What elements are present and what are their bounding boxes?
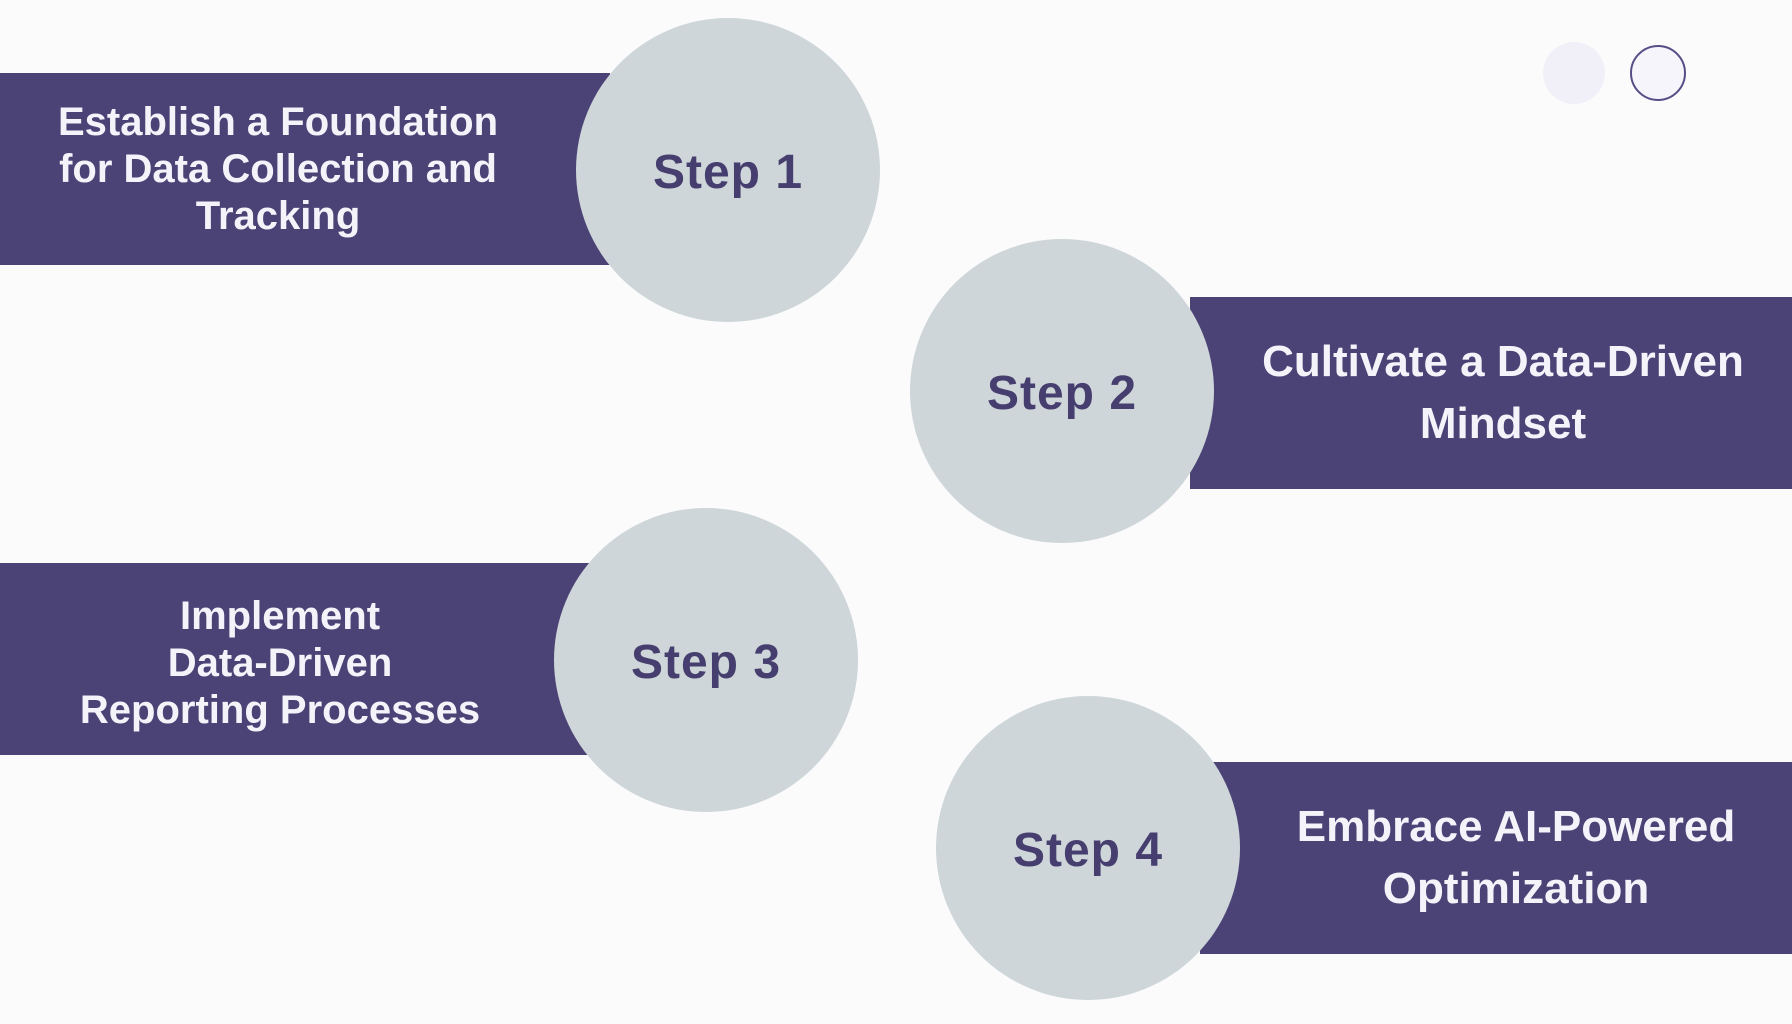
step-2-banner: Cultivate a Data-Driven Mindset — [1190, 297, 1792, 489]
step-1-banner-line-3: Tracking — [195, 193, 361, 238]
step-1-circle: Step 1 — [576, 18, 880, 322]
step-1-banner: Establish a Foundation for Data Collecti… — [0, 73, 610, 265]
step-3-banner-line-2: Data-Driven — [167, 640, 393, 685]
step-3-banner-line-3: Reporting Processes — [79, 687, 481, 732]
step-4-circle: Step 4 — [936, 696, 1240, 1000]
step-1-banner-line-2: for Data Collection and — [59, 146, 497, 191]
step-3-label: Step 3 — [630, 635, 782, 689]
step-3-banner-text: Implement Data-Driven Reporting Processe… — [0, 563, 560, 759]
step-1-banner-text: Establish a Foundation for Data Collecti… — [0, 73, 556, 265]
step-2-banner-line-1: Cultivate a Data-Driven — [1262, 337, 1744, 386]
step-4-label: Step 4 — [1012, 823, 1164, 877]
step-4-banner-line-2: Optimization — [1382, 864, 1650, 913]
step-4-banner-text: Embrace AI-Powered Optimization — [1240, 762, 1792, 954]
step-4-banner: Embrace AI-Powered Optimization — [1200, 762, 1792, 954]
step-2-label: Step 2 — [986, 366, 1138, 420]
step-2-banner-text: Cultivate a Data-Driven Mindset — [1214, 297, 1792, 489]
step-3-banner-line-1: Implement — [179, 593, 381, 638]
step-1-banner-line-1: Establish a Foundation — [57, 99, 499, 144]
step-2-banner-line-2: Mindset — [1419, 399, 1587, 448]
step-3-banner: Implement Data-Driven Reporting Processe… — [0, 563, 620, 755]
decorative-outlined-circle — [1630, 45, 1686, 101]
step-1-label: Step 1 — [652, 145, 804, 199]
step-2-circle: Step 2 — [910, 239, 1214, 543]
step-3-circle: Step 3 — [554, 508, 858, 812]
decorative-filled-circle — [1543, 42, 1605, 104]
step-4-banner-line-1: Embrace AI-Powered — [1296, 802, 1736, 851]
